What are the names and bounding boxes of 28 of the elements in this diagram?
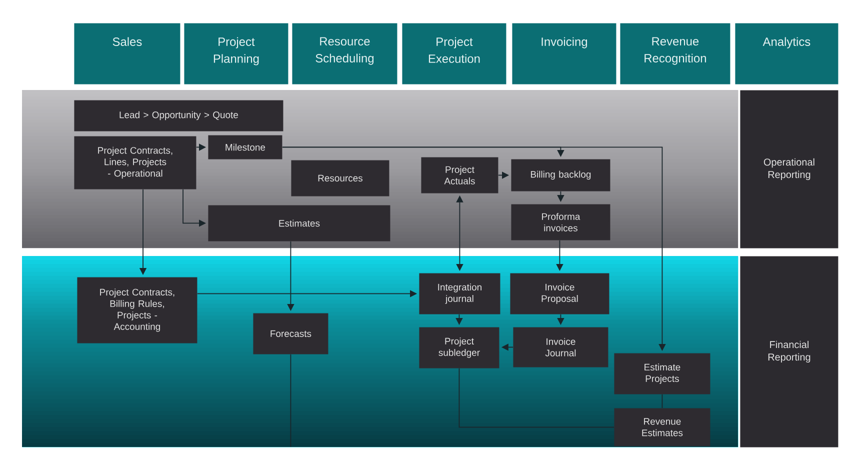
- reporting-panel: Financial Reporting: [740, 256, 838, 448]
- column-header: Project Planning: [184, 23, 288, 84]
- process-box: Project Contracts, Lines, Projects - Operational: [74, 136, 196, 190]
- process-box: Revenue Estimates: [614, 408, 710, 446]
- process-box: Estimate Projects: [614, 353, 710, 394]
- process-box: Project Contracts, Billing Rules, Projects - Accounting: [77, 277, 198, 344]
- connector-line: [290, 354, 292, 448]
- process-box: Estimates: [208, 205, 390, 242]
- column-header: Revenue Recognition: [620, 23, 730, 84]
- column-header: Sales: [74, 23, 180, 84]
- connector-line: [662, 394, 663, 408]
- process-box: Resources: [291, 160, 390, 196]
- process-box: Invoice Journal: [513, 327, 608, 368]
- process-box: Proforma invoices: [511, 204, 610, 240]
- column-header: Invoicing: [512, 23, 616, 84]
- reporting-panel: Operational Reporting: [740, 90, 838, 248]
- column-header: Analytics: [735, 23, 838, 84]
- process-box: Integration journal: [419, 273, 500, 314]
- process-box: Forecasts: [253, 313, 328, 354]
- connector-line: [458, 368, 614, 428]
- process-box: Lead > Opportunity > Quote: [74, 100, 284, 132]
- process-box: Project subledger: [419, 327, 500, 368]
- process-box: Milestone: [208, 135, 282, 160]
- process-box: Billing backlog: [511, 159, 610, 192]
- column-header: Resource Scheduling: [292, 23, 398, 84]
- process-box: Project Actuals: [421, 157, 498, 194]
- process-box: Invoice Proposal: [510, 273, 610, 314]
- column-header: Project Execution: [402, 23, 506, 84]
